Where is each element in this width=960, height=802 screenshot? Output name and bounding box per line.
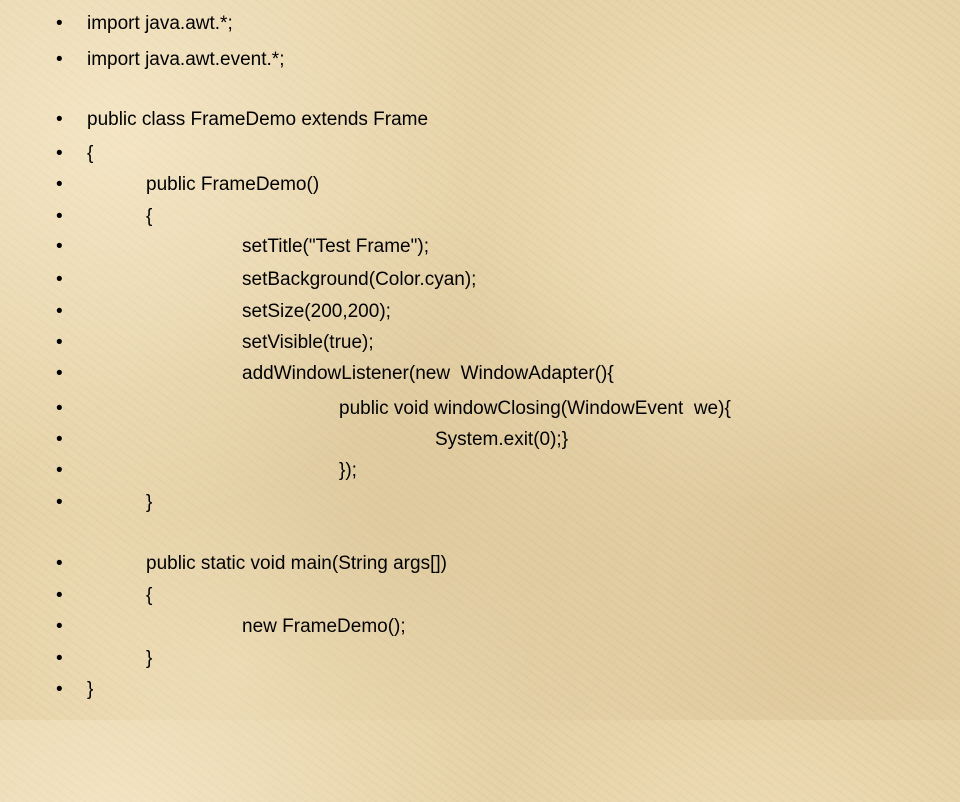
- code-line: • setSize(200,200);: [0, 296, 960, 328]
- code-line: • }: [0, 674, 960, 706]
- code-text: }: [87, 679, 94, 700]
- code-line: • }: [0, 643, 960, 675]
- code-text: }: [146, 492, 153, 513]
- bullet-marker: •: [56, 269, 63, 290]
- code-line: • });: [0, 455, 960, 487]
- bullet-marker: •: [56, 109, 63, 130]
- code-text: });: [339, 460, 357, 481]
- code-line: • new FrameDemo();: [0, 611, 960, 643]
- bullet-marker: •: [56, 616, 63, 637]
- bullet-marker: •: [56, 174, 63, 195]
- bullet-marker: •: [56, 553, 63, 574]
- code-text: public FrameDemo(): [146, 174, 320, 195]
- bullet-marker: •: [56, 301, 63, 322]
- code-line: • public void windowClosing(WindowEvent …: [0, 393, 960, 425]
- code-text: public class FrameDemo extends Frame: [87, 109, 429, 130]
- bullet-marker: •: [56, 236, 63, 257]
- code-text: setVisible(true);: [242, 332, 374, 353]
- code-line: • }: [0, 487, 960, 519]
- bullet-marker: •: [56, 492, 63, 513]
- code-text: new FrameDemo();: [242, 616, 406, 637]
- code-text: setSize(200,200);: [242, 301, 391, 322]
- code-text: System.exit(0);}: [435, 429, 569, 450]
- bullet-marker: •: [56, 648, 63, 669]
- code-text: setBackground(Color.cyan);: [242, 269, 477, 290]
- code-text: import java.awt.*;: [87, 13, 233, 34]
- bullet-marker: •: [56, 429, 63, 450]
- bullet-marker: •: [56, 13, 63, 34]
- bullet-marker: •: [56, 398, 63, 419]
- bullet-marker: •: [56, 49, 63, 70]
- code-line: • public FrameDemo(): [0, 169, 960, 201]
- code-line: • public static void main(String args[]): [0, 548, 960, 580]
- code-line: • System.exit(0);}: [0, 424, 960, 456]
- code-text: {: [87, 143, 94, 164]
- bullet-marker: •: [56, 363, 63, 384]
- bullet-marker: •: [56, 585, 63, 606]
- code-text: {: [146, 585, 153, 606]
- code-text: setTitle("Test Frame");: [242, 236, 429, 257]
- code-text: import java.awt.event.*;: [87, 49, 285, 70]
- bullet-marker: •: [56, 143, 63, 164]
- code-line: • setVisible(true);: [0, 327, 960, 359]
- code-text: }: [146, 648, 153, 669]
- bullet-marker: •: [56, 679, 63, 700]
- code-line: • import java.awt.event.*;: [0, 44, 960, 76]
- code-line: • {: [0, 138, 960, 170]
- code-line: • setTitle("Test Frame");: [0, 231, 960, 263]
- code-line: • addWindowListener(new WindowAdapter(){: [0, 358, 960, 390]
- code-text: public void windowClosing(WindowEvent we…: [339, 398, 731, 419]
- code-text: public static void main(String args[]): [146, 553, 447, 574]
- code-line: • {: [0, 201, 960, 233]
- code-line: • public class FrameDemo extends Frame: [0, 104, 960, 136]
- bullet-marker: •: [56, 206, 63, 227]
- code-text: addWindowListener(new WindowAdapter(){: [242, 363, 614, 384]
- bullet-marker: •: [56, 460, 63, 481]
- code-line: • import java.awt.*;: [0, 8, 960, 40]
- bullet-marker: •: [56, 332, 63, 353]
- code-line: • {: [0, 580, 960, 612]
- code-text: {: [146, 206, 153, 227]
- code-line: • setBackground(Color.cyan);: [0, 264, 960, 296]
- code-slide: • import java.awt.*; • import java.awt.e…: [0, 8, 960, 706]
